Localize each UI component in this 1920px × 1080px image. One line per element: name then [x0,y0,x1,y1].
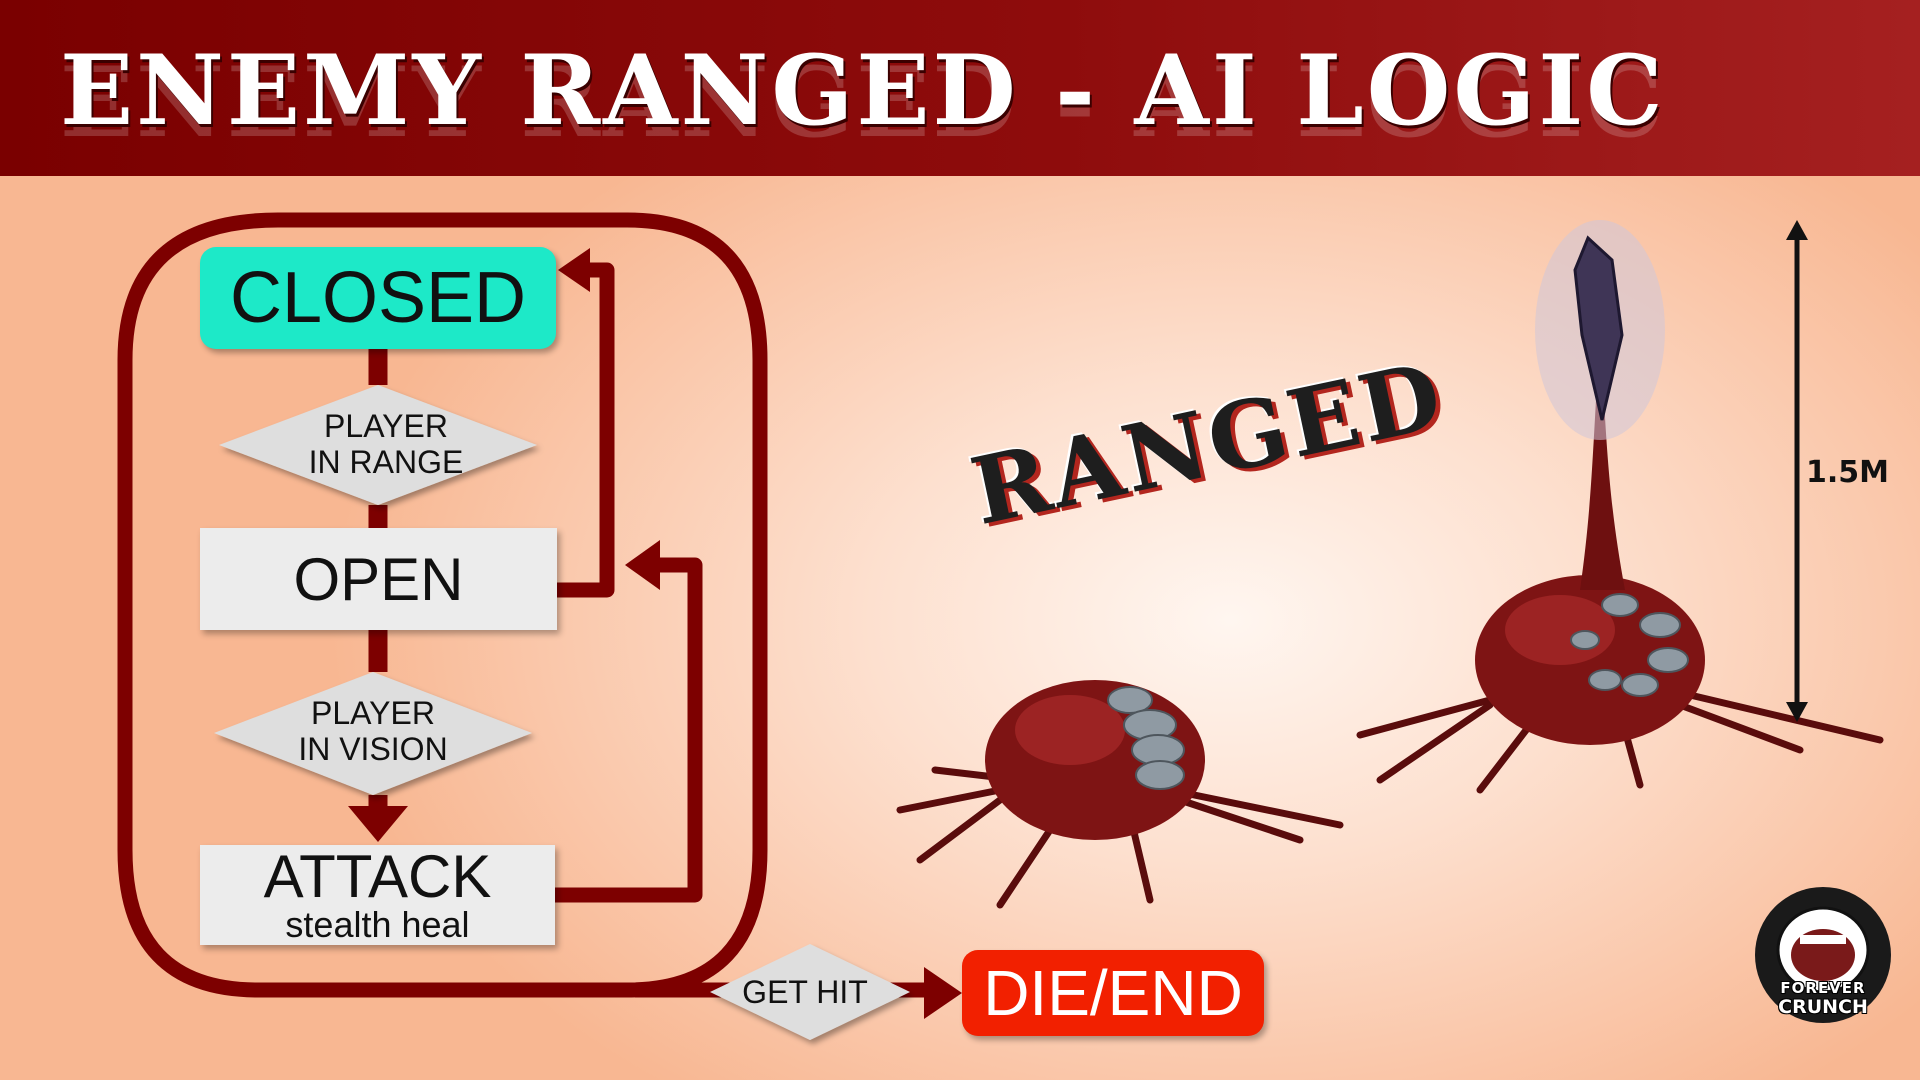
logo-line2: CRUNCH [1778,996,1868,1018]
height-scale-arrow [1786,220,1808,722]
forever-crunch-logo [1755,887,1891,1023]
state-attack-sublabel: stealth heal [285,904,470,945]
logo-container: FOREVER CRUNCH [1738,870,1908,1040]
open-to-closed-connector [557,262,615,598]
page-title: ENEMY RANGED - AI LOGIC [60,34,1666,147]
state-closed: CLOSED [200,247,556,349]
state-closed-label: CLOSED [229,258,527,338]
loop-border [117,212,768,998]
arrowhead-to-open [625,540,660,590]
condition-player-in-range: PLAYER IN RANGE [309,408,464,480]
condition-player-in-vision-line1: PLAYER [311,695,435,731]
state-attack: ATTACK stealth heal [200,845,555,945]
creature-right [1356,220,1884,794]
diamond-player-in-vision [214,672,532,795]
condition-player-in-vision: PLAYER IN VISION [298,695,447,767]
creature-left [896,680,1344,909]
logo-line1: FOREVER [1780,979,1866,997]
state-die-end: DIE/END [962,950,1264,1036]
arrowhead-to-die [924,967,962,1019]
state-open: OPEN [200,528,557,630]
condition-player-in-range-line2: IN RANGE [308,444,464,480]
state-attack-label: ATTACK [263,843,492,910]
header-banner: ENEMY RANGED - AI LOGIC [0,0,1920,176]
arrowhead-to-closed [558,248,590,292]
height-label: 1.5M [1806,455,1889,490]
attack-to-open-connector [555,557,703,903]
condition-player-in-vision-line2: IN VISION [298,731,448,767]
crystal-icon [1573,235,1624,421]
diamond-get-hit [710,944,910,1040]
state-die-end-label: DIE/END [983,957,1243,1029]
arrowhead-to-attack [348,806,408,842]
state-open-label: OPEN [293,545,464,613]
condition-player-in-range-line1: PLAYER [324,408,448,444]
condition-get-hit: GET HIT [742,974,868,1010]
diamond-player-in-range [219,385,537,505]
